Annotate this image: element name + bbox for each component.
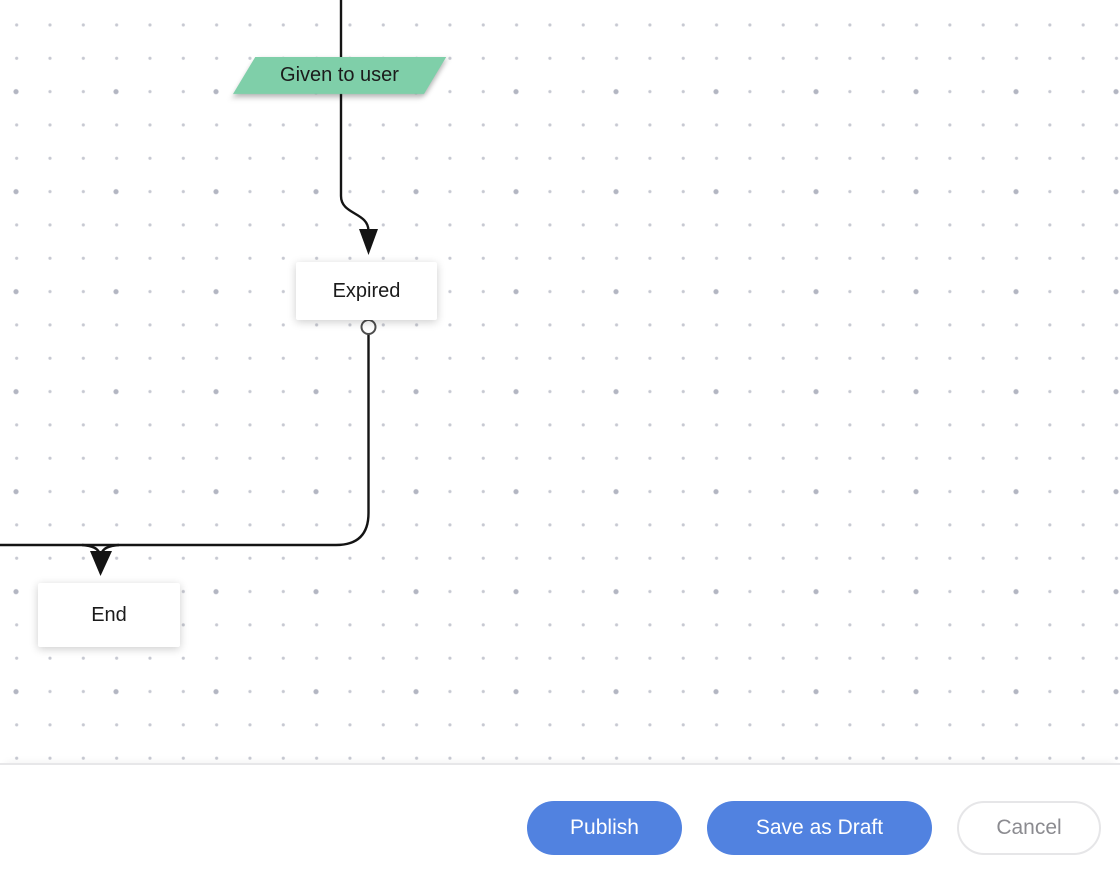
node-label: Expired <box>332 279 401 302</box>
node-label: End <box>91 603 127 626</box>
node-given-to-user[interactable]: Given to user <box>233 57 424 94</box>
connector-layer <box>0 0 378 576</box>
node-end[interactable]: End <box>38 583 180 647</box>
save-as-draft-button[interactable]: Save as Draft <box>707 801 932 855</box>
edge-expired-to-left[interactable] <box>0 334 370 547</box>
flow-canvas[interactable]: Given to user Expired End <box>0 0 1120 763</box>
node-label: Given to user <box>280 64 399 86</box>
arrowhead-expired <box>359 229 378 255</box>
edge-incoming-to-expired[interactable] <box>339 0 370 232</box>
action-bar: Publish Save as Draft Cancel <box>0 763 1120 872</box>
cancel-button[interactable]: Cancel <box>957 801 1101 855</box>
publish-button[interactable]: Publish <box>527 801 682 855</box>
arrowhead-end <box>90 551 112 576</box>
connector-port[interactable] <box>360 319 377 335</box>
node-expired[interactable]: Expired <box>296 262 437 320</box>
